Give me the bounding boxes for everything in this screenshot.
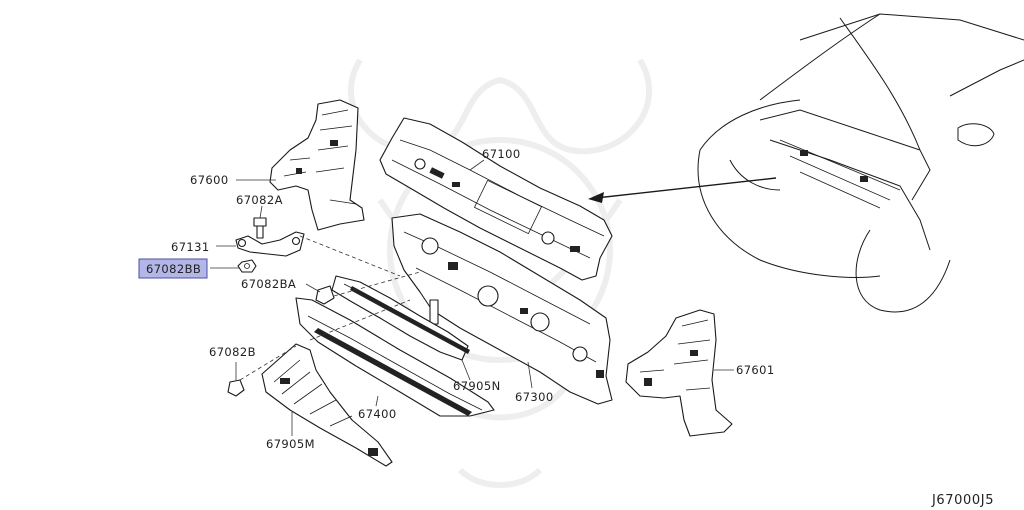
part-67082A-bolt[interactable] [253, 217, 267, 239]
leader-lines [210, 159, 734, 436]
part-67600-bracket[interactable] [269, 99, 365, 231]
part-67131-stay[interactable] [235, 231, 305, 257]
part-67082BA-clip[interactable] [315, 285, 335, 305]
label-67082BB[interactable]: 67082BB [146, 262, 201, 276]
alignment-line-4 [309, 299, 411, 341]
part-67300-dash-lower[interactable] [391, 213, 613, 405]
alignment-line-1 [299, 235, 401, 277]
part-67905M-insulator[interactable] [261, 343, 393, 467]
location-arrow [588, 177, 777, 203]
part-67601-bracket[interactable] [625, 309, 733, 437]
label-67601[interactable]: 67601 [736, 363, 775, 377]
highlight-box-67082BB[interactable] [138, 258, 208, 279]
part-67082BB-nut[interactable] [237, 259, 257, 273]
part-67100-cowl-top[interactable] [379, 117, 613, 281]
diagram-code: J67000J5 [931, 493, 994, 508]
label-67600[interactable]: 67600 [190, 173, 229, 187]
alignment-line-2 [333, 271, 421, 297]
label-67905N[interactable]: 67905N [453, 379, 501, 393]
label-67905M[interactable]: 67905M [266, 437, 315, 451]
label-67400[interactable]: 67400 [358, 407, 397, 421]
label-67082A[interactable]: 67082A [236, 193, 283, 207]
label-67082B[interactable]: 67082B [209, 345, 256, 359]
part-67082B-clip[interactable] [227, 379, 245, 397]
alignment-line-3 [239, 345, 297, 381]
part-67400-panel[interactable] [295, 297, 495, 417]
label-67300[interactable]: 67300 [515, 390, 554, 404]
label-67100[interactable]: 67100 [482, 147, 521, 161]
vehicle-outline [697, 13, 1024, 313]
label-67082BA[interactable]: 67082BA [241, 277, 296, 291]
label-67131[interactable]: 67131 [171, 240, 210, 254]
